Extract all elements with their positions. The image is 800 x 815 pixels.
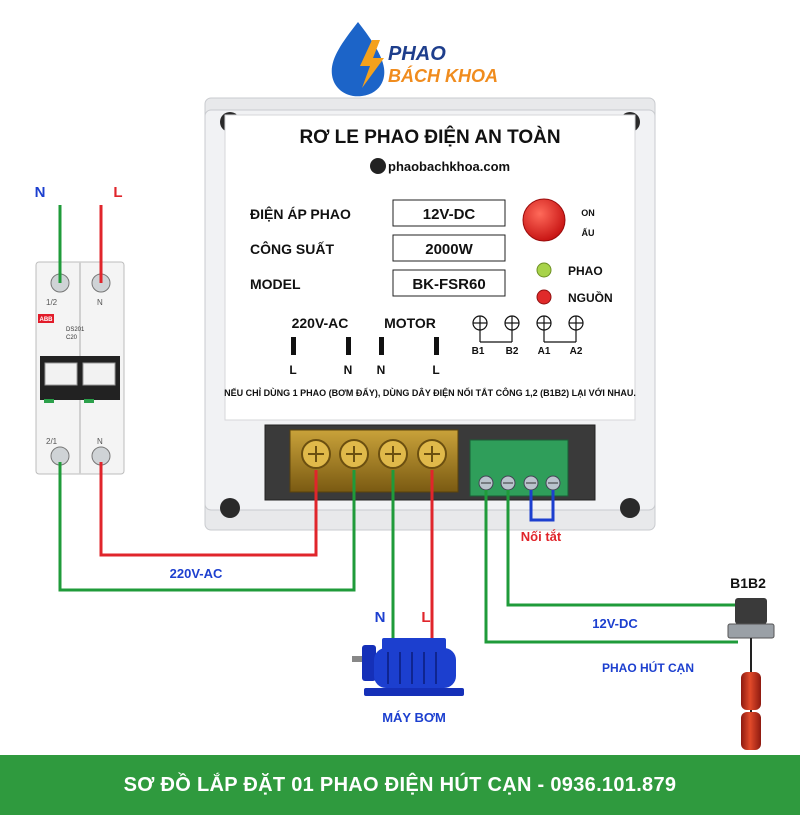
terminal-label-2: N [344,363,353,377]
breaker-input-l-label: L [113,184,122,201]
breaker-top-left-label: 1/2 [46,298,58,307]
spec-value-model: BK-FSR60 [412,276,485,293]
footer-text: SƠ ĐỒ LẮP ĐẶT 01 PHAO ĐIỆN HÚT CẠN - 093… [123,773,677,796]
spec-box-voltage [392,199,506,227]
terminal-marker-2 [346,337,351,355]
led-phao [536,262,552,278]
float-terminal-a1: A1 [538,346,551,357]
float-lower [741,712,761,750]
dc-wire-label: 12V-DC [592,616,638,631]
terminal-marker-3 [379,337,384,355]
breaker-toggle-right[interactable] [82,362,116,386]
spec-box-model [392,269,506,297]
led-phao-label: PHAO [568,264,603,278]
breaker-indicator-right [84,399,94,403]
button-on-label: ON [581,208,595,218]
footer-banner: SƠ ĐỒ LẮP ĐẶT 01 PHAO ĐIỆN HÚT CẠN - 093… [0,755,800,815]
terminal-label-3: N [377,363,386,377]
breaker-indicator-left [44,399,54,403]
power-terminal-screws [301,439,447,469]
brand-line2: BÁCH KHOA [388,65,498,86]
motor-terminal-box [382,638,446,650]
breaker-brand: ABB [40,317,54,323]
device-website: phaobachkhoa.com [388,159,510,174]
logo-bolt-icon [360,40,384,88]
float-terminal-b2: B2 [506,346,519,357]
motor-shaft [352,656,368,662]
device-note: NẾU CHỈ DÙNG 1 PHAO (BƠM ĐẨY), DÙNG DÂY … [224,387,636,398]
float-bracket [727,623,775,639]
motor-base [364,688,464,696]
pump-label: MÁY BƠM [382,710,446,725]
jumper-wire [529,490,555,522]
breaker-bottom-right-label: N [97,437,103,446]
led-nguon-label: NGUỒN [568,290,613,305]
spec-label-voltage: ĐIỆN ÁP PHAO [250,205,351,222]
button-off-label: ẤU [582,228,595,238]
brand-logo: PHAO BÁCH KHOA [331,22,498,97]
wire-float-1 [484,490,738,644]
breaker-rating: C20 [66,335,78,341]
float-terminal-a2: A2 [570,346,583,357]
device-title: RƠ LE PHAO ĐIỆN AN TOÀN [299,126,560,148]
jumper-label: Nối tắt [521,529,562,544]
terminal-label-4: L [432,363,439,377]
section-motor-label: MOTOR [384,315,436,331]
spec-label-model: MODEL [250,276,301,292]
breaker-bottom-left-label: 2/1 [46,437,58,446]
breaker-input-n-label: N [35,184,46,201]
motor-l-label: L [421,609,430,626]
float-terminal-symbols [472,315,584,343]
breaker-top-right-label: N [97,298,103,307]
circuit-breaker: N L 1/2 N ABB DS201 C20 2/1 N [35,184,125,475]
spec-value-voltage: 12V-DC [423,206,476,223]
motor-cooling-fins [387,652,437,684]
onoff-button[interactable] [522,198,566,242]
logo-drop-icon [331,22,385,97]
spec-value-power: 2000W [425,241,473,258]
wire-breaker-n-to-relay [58,462,356,592]
breaker-toggle-left[interactable] [44,362,78,386]
wire-float-2 [506,490,738,607]
section-power-label: 220V-AC [292,315,349,331]
brand-line1: PHAO [388,43,446,65]
mount-hole-br [620,498,640,518]
float-switch: B1B2 PHAO HÚT CẠN [602,575,775,750]
pump-motor: N L MÁY BƠM [352,609,464,725]
relay-device: RƠ LE PHAO ĐIỆN AN TOÀN phaobachkhoa.com… [204,97,656,531]
breaker-brand-badge [38,314,54,323]
wires [58,205,738,645]
terminal-marker-4 [434,337,439,355]
terminal-marker-1 [291,337,296,355]
float-terminal-b1: B1 [472,346,485,357]
motor-front-flange [362,645,376,681]
motor-n-label: N [375,609,386,626]
wire-breaker-l-to-relay [99,462,318,557]
breaker-model: DS201 [66,327,85,333]
float-cap [735,598,767,624]
spec-label-power: CÔNG SUẤT [250,240,334,257]
ac-wire-label: 220V-AC [170,566,223,581]
diagram-canvas: PHAO BÁCH KHOA RƠ LE PHAO ĐIỆN AN TOÀN p… [35,22,775,750]
motor-body [374,648,456,688]
spec-box-power [392,234,506,262]
led-nguon [536,289,552,305]
float-upper [741,672,761,710]
mount-hole-bl [220,498,240,518]
float-label: PHAO HÚT CẠN [602,660,694,675]
terminal-label-1: L [289,363,296,377]
website-logo-icon [370,158,386,174]
float-id-label: B1B2 [730,575,766,591]
device-label-panel [224,114,636,421]
